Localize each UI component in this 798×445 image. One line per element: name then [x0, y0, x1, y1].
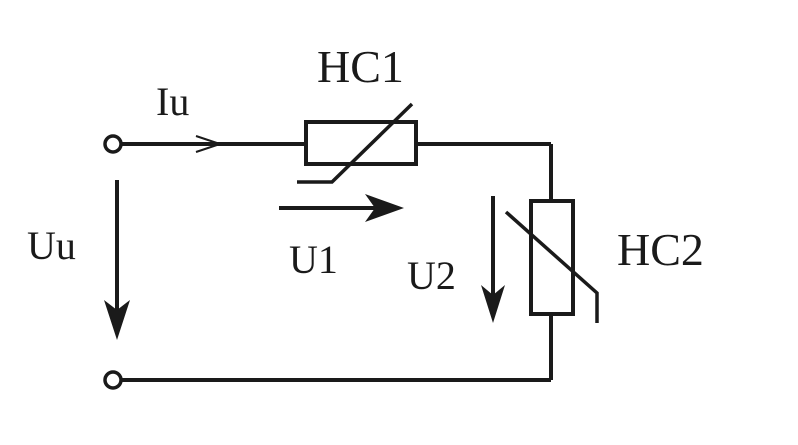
label-iu: Iu [156, 79, 190, 124]
label-u1: U1 [289, 237, 338, 282]
varistor-hc2-slash [504, 210, 599, 323]
label-hc2: HC2 [617, 224, 704, 275]
voltage-arrow-u1-head [365, 194, 404, 222]
voltage-arrow-u2-head [481, 285, 505, 323]
voltage-arrow-uu-head [104, 300, 130, 340]
input-terminal-top [103, 134, 123, 154]
label-hc1: HC1 [317, 41, 404, 92]
input-terminal-bottom [103, 370, 123, 390]
current-arrow-iu [195, 135, 224, 153]
varistor-hc1-body [304, 120, 418, 166]
varistor-hc1-slash [297, 102, 414, 184]
label-u2: U2 [407, 253, 456, 298]
varistor-hc2-body [529, 199, 575, 316]
label-uu: Uu [27, 223, 76, 268]
